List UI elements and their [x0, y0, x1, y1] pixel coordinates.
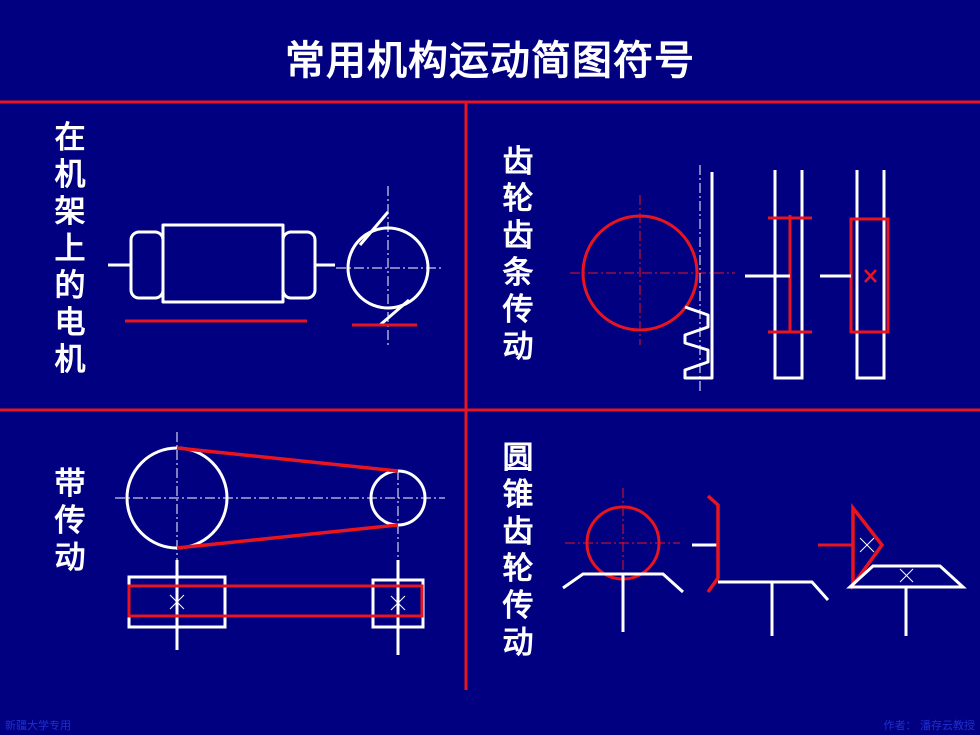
belt-drive-plan-view [127, 560, 425, 655]
label-char: 圆 [502, 440, 534, 476]
page-title: 常用机构运动简图符号 [285, 38, 695, 84]
label-char: 电 [54, 305, 86, 341]
motor-body [161, 223, 285, 304]
bevel-gear-symbol-3 [818, 502, 967, 636]
rack-pin-mark-b [864, 269, 877, 283]
label-char: 在 [54, 120, 86, 156]
rack-pinion-symbol [570, 165, 735, 392]
pulley-large-bearing-b [169, 594, 185, 610]
bevel3-mark-b [859, 537, 875, 553]
motor-symbol [108, 223, 335, 304]
pulley-small-bearing-b [390, 595, 406, 611]
bevel3-gear-side [851, 502, 885, 591]
label-char: 机 [54, 157, 86, 193]
motor-end-cap-left [129, 230, 165, 300]
bevel2-gear-base [718, 580, 830, 601]
label-char: 架 [54, 194, 86, 230]
bevel-gear-symbol-1 [562, 488, 685, 632]
motor-end-tangent-bottom [379, 298, 410, 327]
bevel2-gear-side [706, 494, 720, 594]
bevel-gear-symbol-2 [692, 494, 830, 636]
label-char: 齿 [502, 514, 534, 550]
belt-bottom [176, 523, 399, 550]
label-char: 动 [502, 329, 534, 365]
rack-guide-2 [855, 170, 886, 380]
label-char: 的 [54, 268, 86, 304]
label-motor-on-frame: 在机架上的电机 [50, 120, 90, 379]
label-char: 动 [54, 540, 86, 576]
label-char: 齿 [502, 144, 534, 180]
bevel3-gear-base [846, 564, 967, 589]
label-char: 传 [54, 503, 86, 539]
label-belt-drive: 带传动 [50, 466, 90, 577]
label-char: 传 [502, 292, 534, 328]
motor-end-view [336, 186, 443, 345]
belt-drive-symbol [115, 432, 445, 655]
label-char: 机 [54, 342, 86, 378]
belt-top [176, 446, 399, 473]
label-char: 条 [502, 255, 534, 291]
panel-dividers [0, 100, 980, 690]
motor-end-circle [346, 226, 430, 310]
label-bevel-gear: 圆锥齿轮传动 [498, 440, 538, 662]
rack-teeth [683, 172, 714, 380]
label-char: 齿 [502, 218, 534, 254]
label-rack-pinion: 齿轮齿条传动 [498, 144, 538, 366]
label-char: 轮 [502, 551, 534, 587]
rack-frame-2 [820, 170, 890, 380]
belt-plan [127, 584, 424, 618]
label-char: 传 [502, 588, 534, 624]
footer-left: 新疆大学专用 [5, 719, 71, 732]
bevel3-base-mark-b [899, 568, 914, 583]
label-char: 上 [54, 231, 86, 267]
label-char: 带 [54, 466, 86, 502]
motor-end-tangent-top [358, 211, 390, 246]
pinion-circle [581, 214, 699, 332]
rack-guide-1 [773, 170, 804, 380]
label-char: 动 [502, 625, 534, 661]
label-char: 锥 [502, 477, 534, 513]
label-char: 轮 [502, 181, 534, 217]
motor-end-cap-right [281, 230, 317, 300]
rack-frame-1 [745, 170, 812, 380]
footer-right: 作者： 潘存云教授 [883, 719, 976, 732]
